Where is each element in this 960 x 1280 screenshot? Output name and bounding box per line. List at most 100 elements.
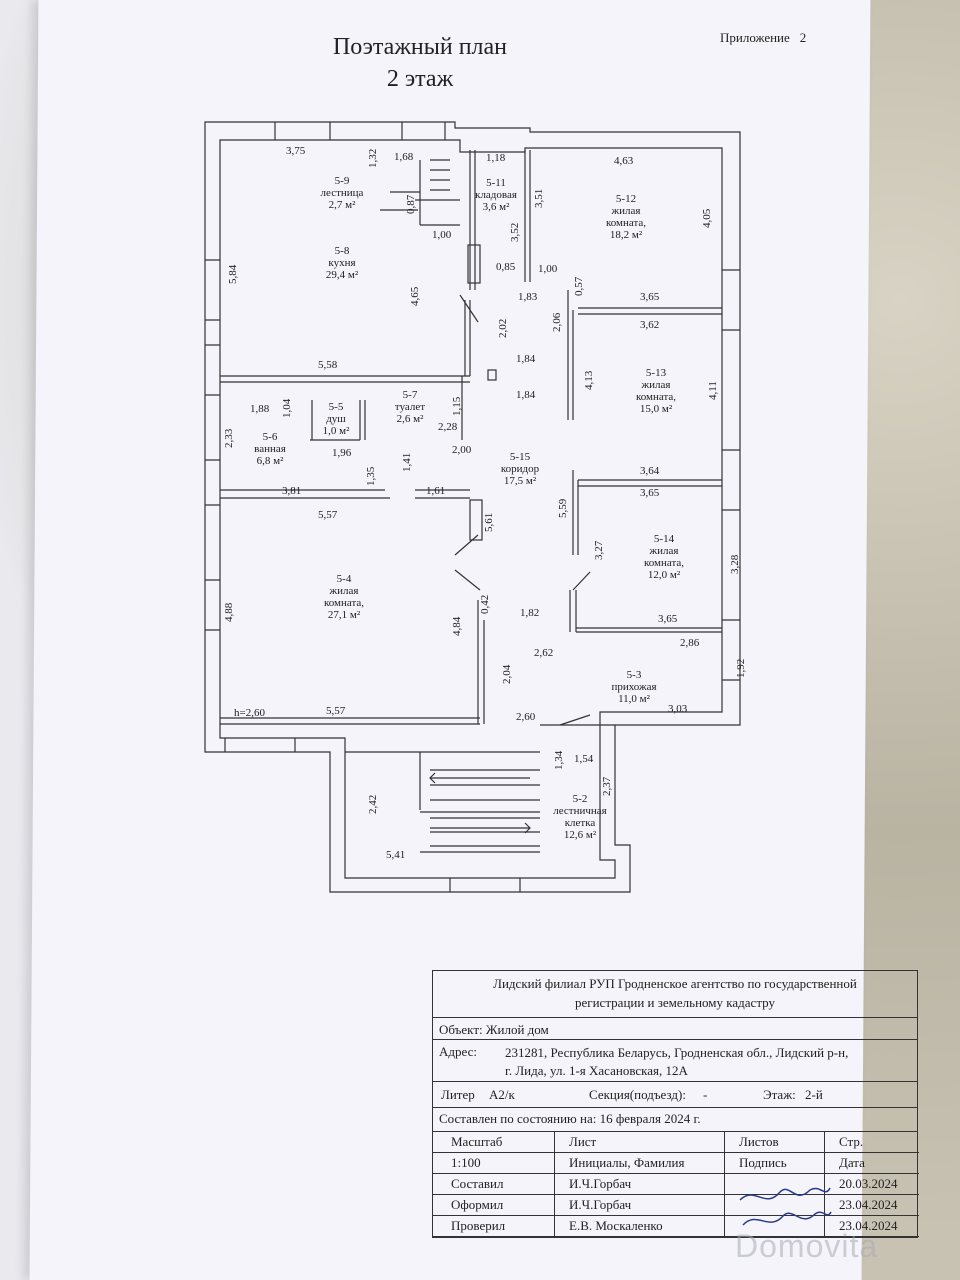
dim-label: 3,65 — [658, 613, 678, 625]
dim-label: 1,84 — [516, 389, 536, 401]
dim-label: 3,62 — [640, 319, 659, 331]
room-area: 6,8 м² — [257, 455, 284, 467]
dim-label: 1,84 — [516, 353, 536, 365]
dim-label: 0,57 — [573, 276, 585, 296]
room-number: 5-2 — [573, 793, 588, 805]
dim-label: 1,41 — [401, 453, 413, 472]
room-name: жилая — [329, 585, 359, 597]
watermark-logo: Domovita — [735, 1228, 879, 1264]
date-row: Составлен по состоянию на: 16 февраля 20… — [432, 1108, 918, 1132]
dim-label: 2,28 — [438, 421, 458, 433]
room-name: комната, — [644, 557, 684, 569]
grid-cell: Масштаб — [433, 1132, 555, 1153]
room-name: комната, — [606, 217, 646, 229]
room-number: 5-8 — [335, 245, 350, 257]
room-area: 29,4 м² — [326, 269, 359, 281]
date-label: Составлен по состоянию на: — [439, 1111, 597, 1126]
room-area: 12,6 м² — [564, 829, 597, 841]
dim-label: 1,15 — [451, 396, 463, 416]
room-name: клетка — [565, 817, 596, 829]
grid-cell: Проверил — [433, 1216, 555, 1237]
room-area: 12,0 м² — [648, 569, 681, 581]
grid-cell: Подпись — [725, 1153, 825, 1174]
dim-label: 4,11 — [707, 381, 719, 400]
grid-cell: 23.04.2024 — [825, 1195, 919, 1216]
grid-cell: И.Ч.Горбач — [555, 1174, 725, 1195]
room-number: 5-4 — [337, 573, 352, 585]
grid-cell — [725, 1174, 825, 1195]
walls — [204, 121, 741, 893]
room-number: 5-11 — [486, 177, 506, 189]
grid-cell: Оформил — [433, 1195, 555, 1216]
dim-label: 1,35 — [365, 466, 377, 486]
signature — [739, 1187, 832, 1226]
room-number: 5-12 — [616, 193, 636, 205]
address-row: Адрес: 231281, Республика Беларусь, Грод… — [432, 1040, 918, 1082]
plan-dimensions: 3,75 1,32 1,68 1,18 4,63 0,87 1,00 3,51 … — [223, 145, 747, 861]
room-name: коридор — [501, 463, 540, 475]
dim-label: 5,41 — [386, 849, 405, 861]
room-area: 17,5 м² — [504, 475, 537, 487]
object-value: Жилой дом — [485, 1022, 549, 1037]
org-line: Лидский филиал РУП Гродненское агентство… — [493, 976, 857, 991]
appendix-label: Приложение 2 — [720, 30, 806, 46]
grid-cell: Е.В. Москаленко — [555, 1216, 725, 1237]
room-number: 5-15 — [510, 451, 531, 463]
dim-label: 1,00 — [432, 229, 452, 241]
dim-label: 2,33 — [223, 428, 235, 448]
dim-label: 1,04 — [281, 398, 293, 418]
dim-label: h=2,60 — [234, 707, 265, 719]
org-line: регистрации и земельному кадастру — [575, 995, 775, 1010]
grid-cell: 1:100 — [433, 1153, 555, 1174]
dim-label: 1,83 — [518, 291, 538, 303]
dim-label: 4,63 — [614, 155, 634, 167]
dim-label: 2,60 — [516, 711, 536, 723]
dim-label: 0,85 — [496, 261, 516, 273]
dim-label: 3,75 — [286, 145, 306, 157]
dim-label: 0,42 — [479, 595, 491, 614]
room-name: душ — [326, 413, 346, 425]
title-block: Лидский филиал РУП Гродненское агентство… — [432, 970, 919, 1238]
dim-label: 2,62 — [534, 647, 553, 659]
address-line: г. Лида, ул. 1-я Хасановская, 12А — [505, 1063, 688, 1078]
room-area: 1,0 м² — [323, 425, 350, 437]
dim-label: 5,58 — [318, 359, 338, 371]
dim-label: 2,00 — [452, 444, 472, 456]
room-name: туалет — [395, 401, 425, 413]
dim-label: 2,04 — [501, 664, 513, 684]
dim-label: 5,57 — [318, 509, 338, 521]
room-number: 5-7 — [403, 389, 418, 401]
grid-cell: 23.04.2024 — [825, 1216, 919, 1237]
room-number: 5-6 — [263, 431, 278, 443]
address-label: Адрес: — [439, 1044, 477, 1059]
dim-label: 1,34 — [553, 750, 565, 770]
appendix-number: 2 — [799, 30, 807, 45]
grid-cell: Инициалы, Фамилия — [555, 1153, 725, 1174]
dim-label: 2,06 — [551, 312, 563, 332]
liter-row: Литер А2/к Секция(подъезд): - Этаж: 2-й — [432, 1082, 918, 1108]
dim-label: 4,13 — [583, 370, 595, 390]
room-area: 11,0 м² — [618, 693, 651, 705]
room-name: кладовая — [475, 189, 517, 201]
grid-cell — [725, 1216, 825, 1237]
grid-cell: 20.03.2024 — [825, 1174, 919, 1195]
signature-grid: Масштаб Лист Листов Стр. 1:100 Инициалы,… — [432, 1132, 919, 1238]
appendix-text: Приложение — [720, 30, 790, 45]
dim-label: 2,86 — [680, 637, 700, 649]
room-number: 5-5 — [329, 401, 344, 413]
grid-cell: Лист — [555, 1132, 725, 1153]
dim-label: 1,88 — [250, 403, 270, 415]
room-name: комната, — [324, 597, 364, 609]
room-name: лестничная — [553, 805, 606, 817]
grid-cell: И.Ч.Горбач — [555, 1195, 725, 1216]
room-number: 5-13 — [646, 367, 667, 379]
room-number: 5-14 — [654, 533, 675, 545]
